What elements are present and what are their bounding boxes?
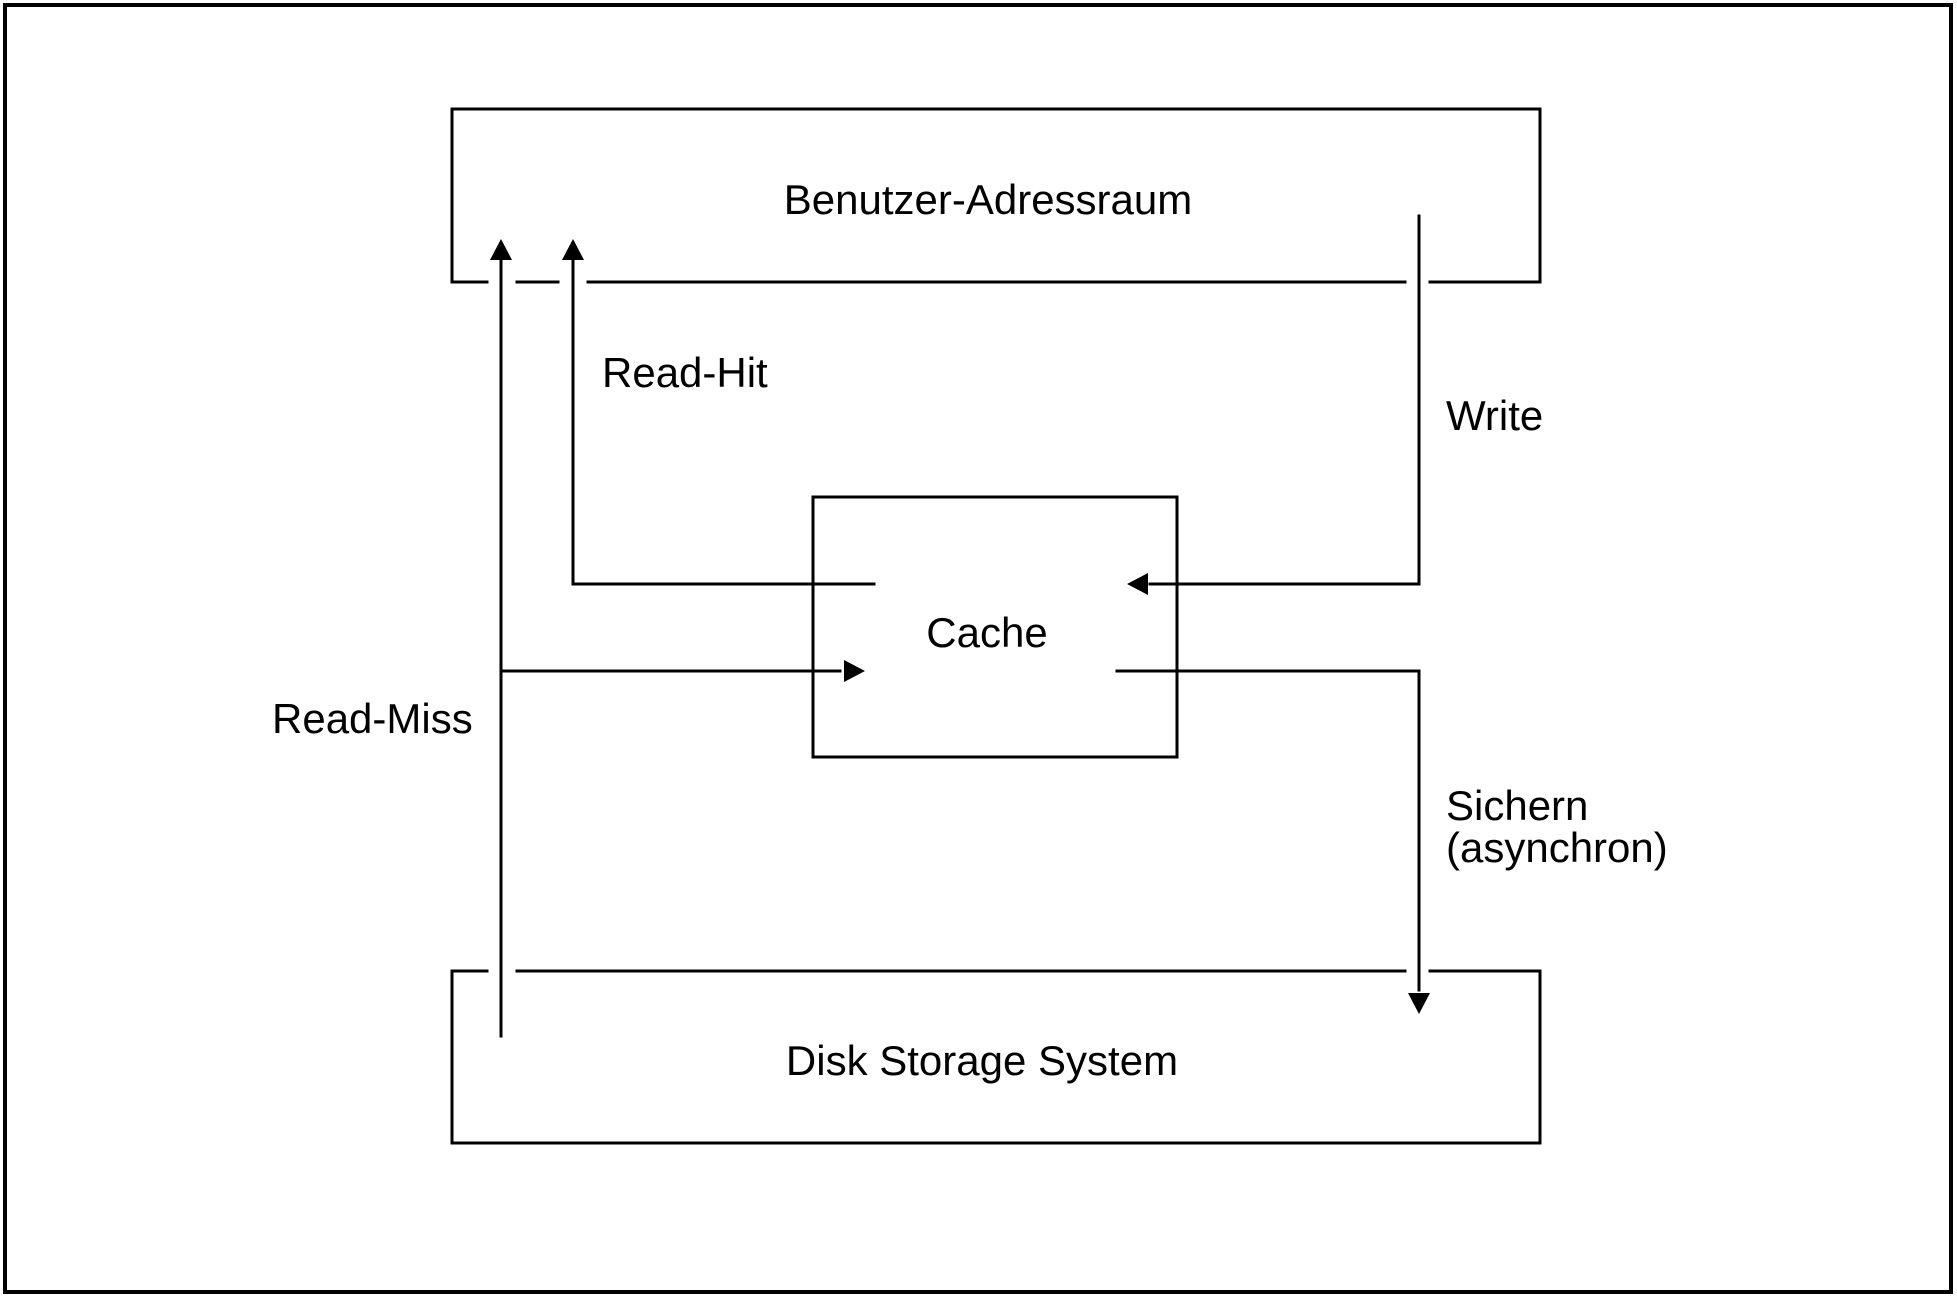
read-miss-arrow: [490, 239, 865, 1038]
save-async-label-line2: (asynchron): [1446, 824, 1668, 871]
read-miss-label: Read-Miss: [272, 695, 473, 742]
save-async-arrow: [1115, 669, 1430, 1014]
write-label: Write: [1446, 392, 1543, 439]
save-async-label-line1: Sichern: [1446, 782, 1588, 829]
user-address-space-label: Benutzer-Adressraum: [784, 176, 1193, 223]
cache-label: Cache: [926, 609, 1047, 656]
figure-frame: [3, 3, 1953, 1294]
cache-box: [811, 495, 1179, 759]
disk-storage-system-label: Disk Storage System: [786, 1037, 1178, 1084]
disk-storage-system-box: [450, 969, 1542, 1145]
read-hit-arrow: [562, 239, 876, 586]
user-address-space-box: [450, 107, 1542, 284]
write-arrow: [1127, 214, 1421, 595]
read-hit-label: Read-Hit: [602, 349, 768, 396]
